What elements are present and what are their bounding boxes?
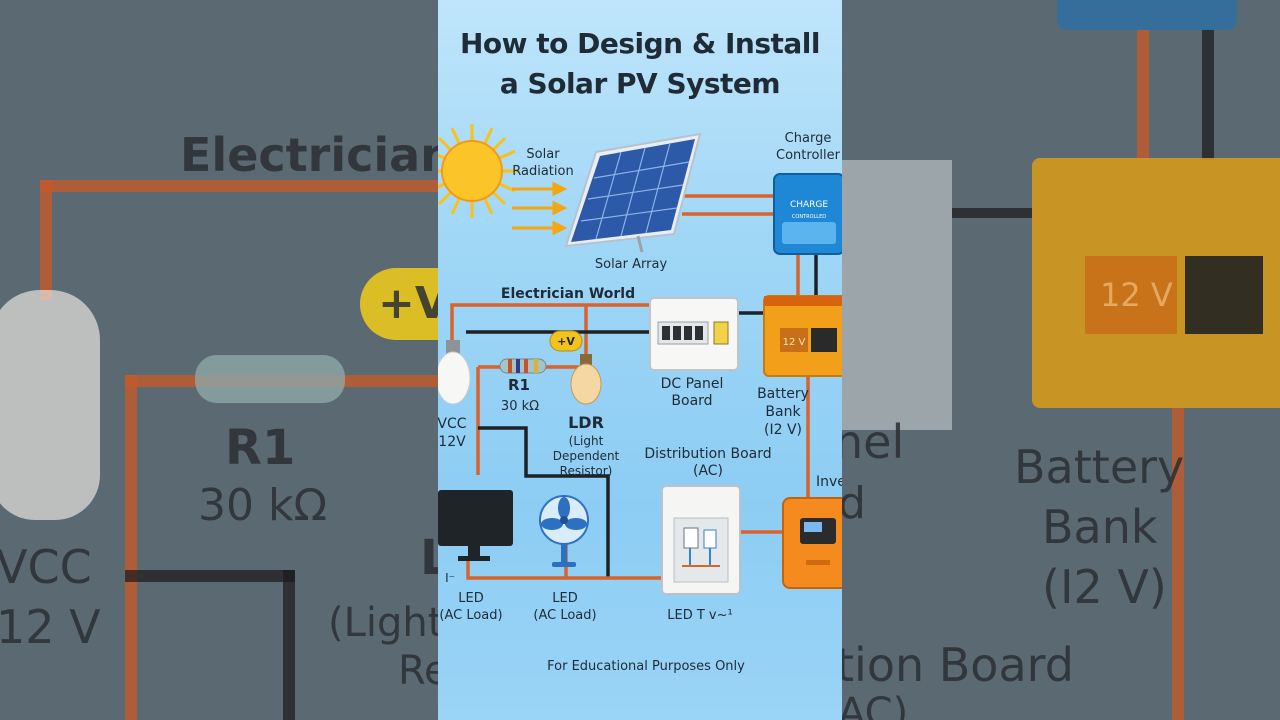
diagram-title: How to Design & Install a Solar PV Syste… [438, 24, 842, 104]
solar-panel-icon [564, 132, 702, 253]
bg-l-fragment: L [420, 530, 438, 586]
r1-label: R1 [508, 376, 530, 394]
ldr-bulb-icon [570, 354, 602, 405]
bg-re-text: Re [398, 648, 438, 694]
controller-device-label: CHARGE [790, 200, 828, 210]
electrician-world-label: Electrician World [500, 286, 636, 302]
footer-label: For Educational Purposes Only [547, 659, 745, 674]
battery-icon: 12 V [763, 295, 842, 377]
charge-controller-icon: CHARGE CONTROLLED [773, 173, 842, 255]
battery-bank-label: Battery Bank (I2 V) [757, 386, 809, 438]
bg-electrician-text: Electrician [180, 128, 438, 182]
ldr-label: LDR [568, 413, 604, 432]
monitor-icon [438, 490, 513, 561]
dc-panel-board-label: DC Panel Board [660, 376, 724, 409]
solar-radiation-label: Solar Radiation [512, 147, 574, 179]
solar-array-label: Solar Array [594, 257, 668, 272]
diagram-panel: CHARGE CONTROLLED 12 V [438, 0, 842, 720]
distribution-board-label: Distribution Board (AC) [644, 446, 772, 479]
i-mark-label: I⁻ [445, 571, 455, 585]
bg-d-text: d [842, 478, 866, 529]
distribution-board-icon [661, 485, 741, 595]
bg-vcc-value-text: 12 V [0, 600, 101, 654]
resistor-icon [499, 358, 547, 374]
inverter-icon [782, 497, 842, 589]
charge-controller-label: Charge Controller [776, 131, 840, 163]
title-line-1: How to Design & Install [459, 27, 821, 60]
plus-v-badge: +V [549, 330, 583, 352]
inverter-label: Inve [816, 474, 842, 490]
vcc-label: VCC [438, 416, 467, 432]
bg-ac-text: AC) [842, 690, 909, 720]
dc-panel-board-icon [649, 297, 739, 371]
wire-bottom-bus [466, 560, 664, 580]
bg-bank-voltage-text: (I2 V) [1042, 560, 1167, 614]
led-ac-load-2-label: LED (AC Load) [533, 591, 597, 623]
background-right: 12 V nel d Battery Bank (I2 V) tion Boar… [842, 0, 1280, 720]
diagram-graphics: CHARGE CONTROLLED 12 V [438, 124, 842, 595]
plus-v-label: +V [557, 335, 575, 348]
bg-plus-v-text: +V [378, 278, 438, 329]
led-ac-load-1-label: LED (AC Load) [439, 591, 503, 623]
vcc-value-label: 12V [438, 434, 466, 450]
background-left: Electrician +V R1 30 kΩ VCC 12 V L (Ligh… [0, 0, 438, 720]
led-tv-label: LED T v~¹ [667, 608, 733, 623]
battery-voltage-label: 12 V [783, 337, 806, 348]
bg-tion-board-text: tion Board [842, 638, 1074, 692]
bg-vcc-text: VCC [0, 540, 92, 594]
bg-battery-12v: 12 V [1100, 276, 1173, 314]
title-line-2: a Solar PV System [499, 67, 781, 100]
bg-bank-text: Bank [1042, 500, 1158, 554]
wire-top-bus [450, 303, 650, 340]
led-bulb-icon [438, 340, 471, 405]
bg-battery-text: Battery [1014, 440, 1185, 494]
controller-device-sublabel: CONTROLLED [792, 214, 826, 220]
bg-r1-value-text: 30 kΩ [198, 480, 328, 531]
bg-r1-text: R1 [225, 420, 296, 476]
wire-dark-loop [478, 426, 610, 578]
ldr-description: (Light Dependent Resistor) [552, 434, 620, 478]
radiation-arrows [512, 181, 568, 236]
r1-value-label: 30 kΩ [500, 399, 540, 414]
bg-light-text: (Light [328, 600, 438, 646]
bg-nel-text: nel [842, 415, 905, 469]
fan-icon [539, 495, 589, 567]
sun-icon [438, 124, 519, 218]
